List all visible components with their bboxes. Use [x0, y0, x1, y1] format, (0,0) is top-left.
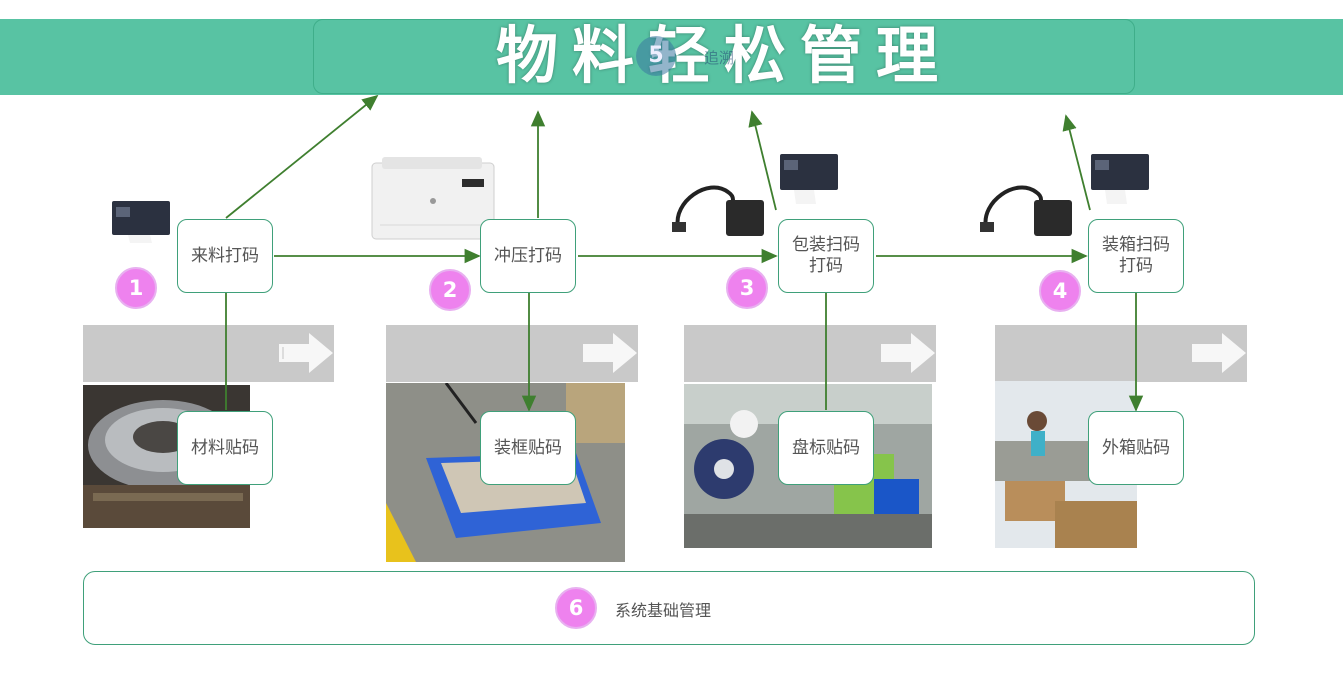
- node-packing-scan-coding[interactable]: 包装扫码打码: [778, 219, 874, 293]
- system-management-box[interactable]: [83, 571, 1255, 645]
- grey-arrow-1: [83, 325, 334, 382]
- grey-arrow-icon: [1192, 333, 1246, 373]
- node-reel-labeling[interactable]: 盘标贴码: [778, 411, 874, 485]
- step-badge-1: 1: [115, 267, 157, 309]
- barcode-scanner-icon: [980, 185, 1072, 236]
- barcode-scanner-icon: [672, 185, 764, 236]
- grey-arrow-icon: [279, 333, 333, 373]
- step-badge-2: 2: [429, 269, 471, 311]
- step-badge-6: 6: [555, 587, 597, 629]
- node-incoming-coding[interactable]: 来料打码: [177, 219, 273, 293]
- step-badge-3: 3: [726, 267, 768, 309]
- grey-arrow-2: [386, 325, 638, 382]
- title-box: 物料轻松管理: [313, 19, 1135, 94]
- laser-printer-icon: [371, 157, 495, 240]
- title-overlay-label: 追溯: [704, 49, 735, 67]
- grey-arrow-4: [995, 325, 1247, 382]
- grey-arrow-icon: [881, 333, 935, 373]
- grey-arrow-icon: [583, 333, 637, 373]
- grey-arrow-3: [684, 325, 936, 382]
- label-printer-icon: [780, 154, 838, 204]
- title-overlay-badge: 5: [636, 36, 676, 76]
- node-material-labeling[interactable]: 材料贴码: [177, 411, 273, 485]
- node-boxing-scan-coding[interactable]: 装箱扫码打码: [1088, 219, 1184, 293]
- step-badge-4: 4: [1039, 270, 1081, 312]
- node-outer-box-labeling[interactable]: 外箱贴码: [1088, 411, 1184, 485]
- system-management-label: 系统基础管理: [615, 601, 712, 620]
- label-printer-icon: [112, 201, 170, 243]
- page-title: 物料轻松管理: [495, 19, 952, 92]
- node-crate-labeling[interactable]: 装框贴码: [480, 411, 576, 485]
- label-printer-icon: [1091, 154, 1149, 204]
- node-stamping-coding[interactable]: 冲压打码: [480, 219, 576, 293]
